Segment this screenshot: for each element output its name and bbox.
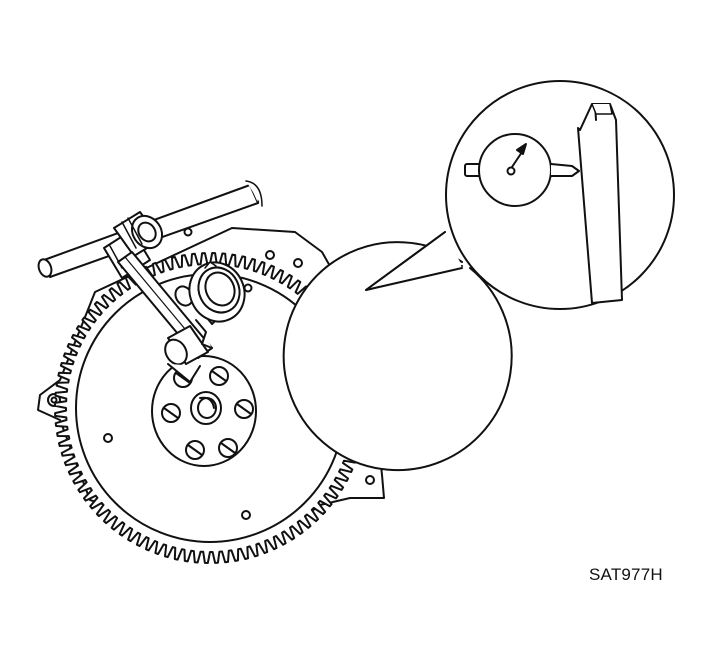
dial-gauge: [174, 261, 246, 349]
hub-bolt: [218, 438, 238, 458]
hub-bolt: [209, 366, 229, 386]
clamp-knob: [113, 211, 164, 257]
dial-needle: [511, 151, 523, 168]
hub-bolt: [161, 403, 181, 423]
magnified-flywheel-edge: [577, 103, 623, 304]
hub-bolt: [185, 440, 205, 460]
hub-bolt: [234, 399, 254, 419]
magnified-dial-indicator: [464, 133, 580, 207]
figure-code-label: SAT977H: [589, 565, 663, 584]
arm-lower-clamp: [164, 325, 209, 383]
